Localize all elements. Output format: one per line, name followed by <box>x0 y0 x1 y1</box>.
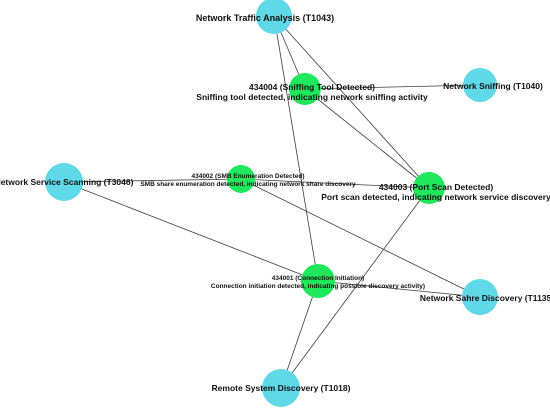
label-e434003-title: 434003 (Port Scan Detected) <box>379 182 493 192</box>
label-e434002-desc: SMB share enumeration detected, indicati… <box>140 181 356 188</box>
edge-t3046-e434002 <box>63 178 242 183</box>
node-e434003[interactable] <box>413 172 445 204</box>
node-t1018[interactable] <box>262 369 300 407</box>
label-e434003-desc: Port scan detected, indicating network s… <box>321 192 550 202</box>
label-t1040: Network Sniffing (T1040) <box>443 81 543 91</box>
label-t3046: Network Service Scanning (T3046) <box>0 177 134 187</box>
edge-layer <box>63 15 481 389</box>
edge-e434001-t1135 <box>317 280 481 298</box>
edge-e434002-t1135 <box>240 178 481 298</box>
label-t1135: Network Sahre Discovery (T1135) <box>420 293 550 303</box>
node-t1040[interactable] <box>463 68 497 102</box>
edge-e434004-t1040 <box>304 84 481 90</box>
label-t1018: Remote System Discovery (T1018) <box>212 383 351 393</box>
node-t3046[interactable] <box>45 163 83 201</box>
node-e434004[interactable] <box>289 73 321 105</box>
edge-e434004-e434003 <box>304 88 430 189</box>
label-e434004-desc: Sniffing tool detected, indicating netwo… <box>196 92 428 102</box>
edge-t1043-e434001 <box>273 15 319 282</box>
edge-e434003-t1018 <box>280 187 430 389</box>
node-t1135[interactable] <box>462 279 498 315</box>
edge-t1043-e434003 <box>273 15 430 189</box>
label-e434002-title: 434002 (SMB Enumeration Detected) <box>191 173 304 180</box>
node-e434002[interactable] <box>227 165 255 193</box>
label-e434004-title: 434004 (Sniffing Tool Detected) <box>249 82 375 92</box>
label-t1043: Network Traffic Analysis (T1043) <box>196 13 334 23</box>
node-t1043[interactable] <box>256 0 292 34</box>
label-e434001-title: 434001 (Connection Initiation) <box>272 275 364 282</box>
edge-e434002-e434003 <box>240 178 430 189</box>
node-e434001[interactable] <box>301 264 335 298</box>
edge-t3046-e434001 <box>63 181 319 282</box>
label-e434001-desc: Connection initiation detected, indicati… <box>211 283 425 290</box>
